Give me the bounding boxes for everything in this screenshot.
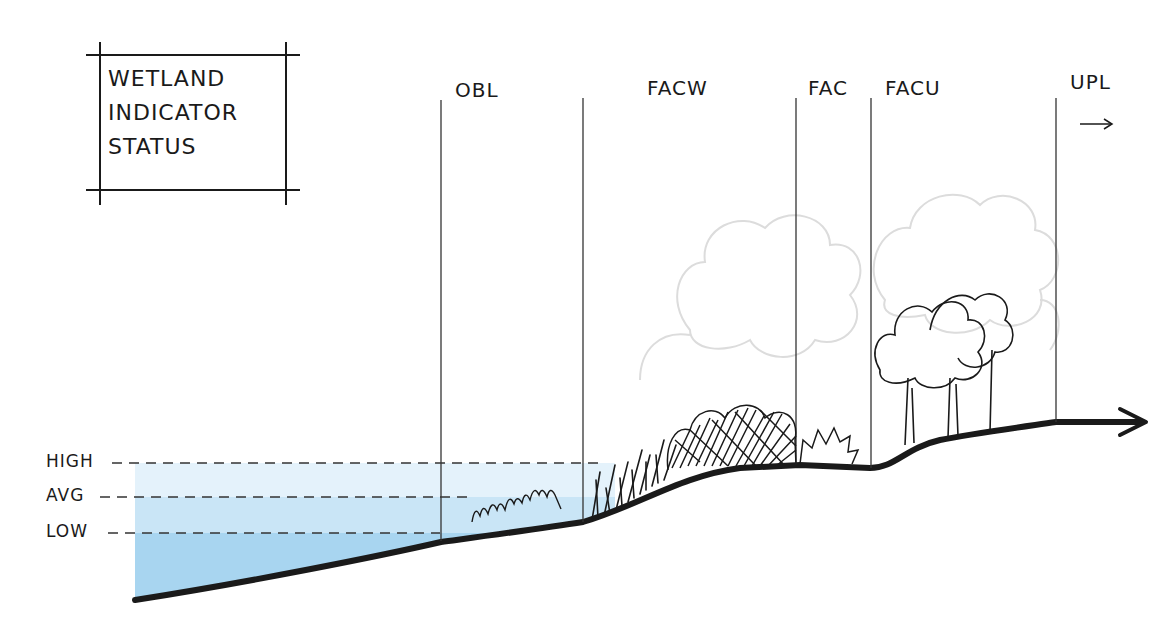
- title-text: WETLAND INDICATOR STATUS: [108, 62, 278, 164]
- zone-label: OBL: [455, 78, 499, 102]
- zone-band: FACU: [871, 72, 1056, 468]
- zone-band: UPL: [1056, 72, 1154, 422]
- submerged-plants: [472, 490, 561, 522]
- zone-label: FACU: [885, 76, 941, 100]
- ground-arrowhead: [1120, 409, 1146, 435]
- zone-band: OBL: [441, 72, 583, 542]
- water-level-label: HIGH: [46, 451, 94, 471]
- upland-trees: [875, 294, 1013, 445]
- zone-label: FAC: [808, 76, 848, 100]
- zone-label: FACW: [647, 76, 708, 100]
- zone-dividers: [441, 98, 1056, 541]
- ground-mass: [130, 422, 1154, 620]
- water-level-label: AVG: [46, 485, 84, 505]
- upland-arrow: [1080, 119, 1112, 129]
- water-levels: [100, 463, 605, 533]
- ground-line: [135, 422, 1140, 600]
- emergent-grass: [592, 440, 676, 520]
- zone-label: UPL: [1070, 70, 1111, 94]
- title-frame: [86, 42, 300, 205]
- water-level-label: LOW: [46, 521, 88, 541]
- zone-band: FAC: [796, 72, 871, 465]
- zone-band: FACW: [583, 72, 796, 522]
- small-shrub: [800, 428, 858, 464]
- shrub-thicket: [667, 405, 796, 470]
- background-trees: [640, 195, 1059, 380]
